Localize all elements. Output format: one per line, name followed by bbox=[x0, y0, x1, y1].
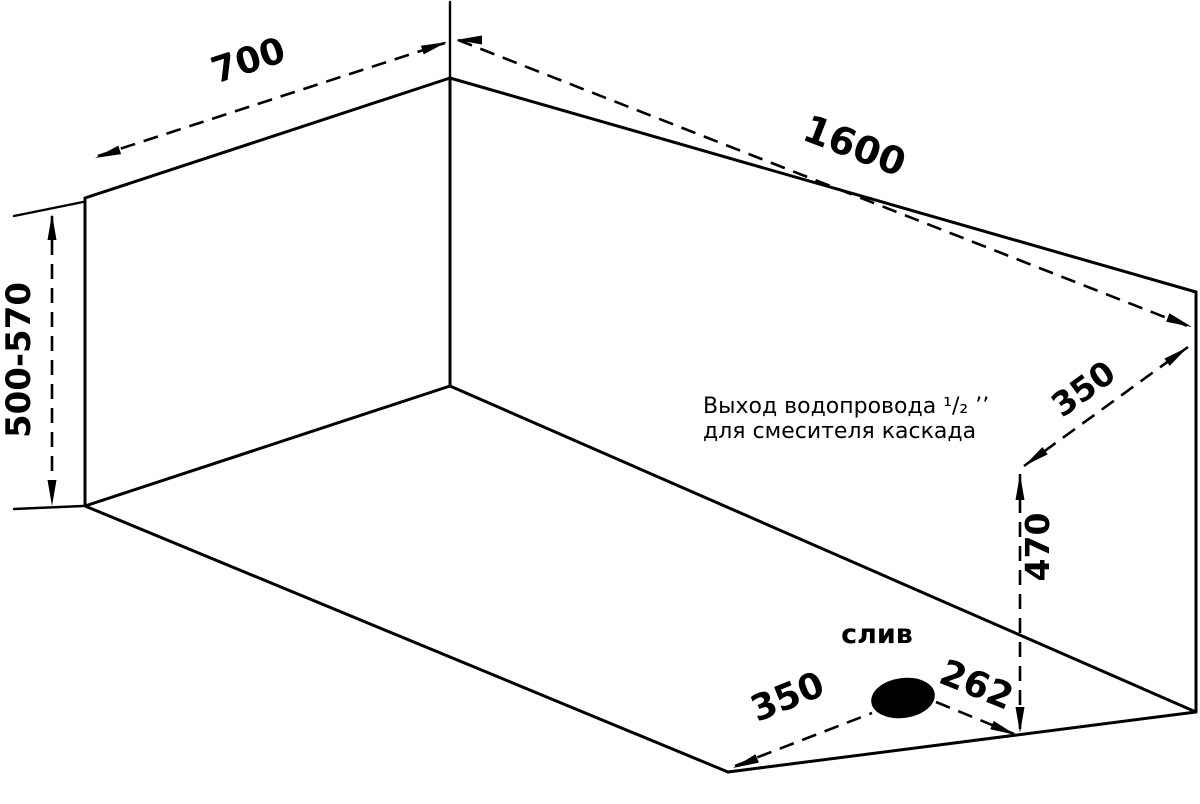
arrowhead-outlet-offset-lower bbox=[1024, 447, 1048, 466]
edge-floor-front-right bbox=[726, 710, 1198, 774]
dim-label-outlet-offset: 350 bbox=[1044, 353, 1123, 425]
dim-line-top-length bbox=[457, 38, 1191, 329]
arrowhead-side-height-bottom bbox=[47, 480, 57, 506]
water-outlet-note-line1: Выход водопровода ¹/₂ ’’ bbox=[703, 394, 989, 419]
drain-hole bbox=[871, 677, 935, 719]
dim-line-outlet-offset bbox=[1023, 345, 1189, 468]
dim-label-top-length: 1600 bbox=[797, 106, 912, 185]
water-outlet-note-line2: для смесителя каскада bbox=[703, 419, 976, 444]
extension-tick-height-top bbox=[12, 200, 85, 218]
edge-top-left-rim bbox=[83, 76, 452, 200]
dim-line-top-width bbox=[97, 41, 446, 158]
extension-tick-height-bottom bbox=[12, 504, 85, 511]
dim-label-drain-front-offset: 350 bbox=[745, 664, 830, 730]
arrowhead-top-width-left bbox=[95, 145, 122, 158]
edge-top-right-rim bbox=[448, 76, 1198, 294]
edge-floor-front-left bbox=[83, 504, 730, 774]
dim-line-drain-front-offset bbox=[734, 711, 873, 768]
drain-label: слив bbox=[841, 619, 913, 650]
arrowhead-drain-front-offset bbox=[733, 754, 759, 768]
arrowhead-outlet-height-top bbox=[1015, 474, 1025, 500]
arrowhead-top-length-left bbox=[456, 35, 482, 45]
dim-label-drain-side-offset: 262 bbox=[934, 652, 1019, 718]
dim-label-top-width: 700 bbox=[206, 30, 290, 92]
arrowhead-side-height-top bbox=[47, 214, 57, 240]
dim-label-outlet-height: 470 bbox=[1018, 513, 1057, 582]
dim-label-side-height: 500-570 bbox=[0, 282, 39, 438]
arrowhead-outlet-offset-upper bbox=[1164, 347, 1188, 366]
arrowhead-top-length-right bbox=[1166, 313, 1192, 327]
arrowhead-outlet-height-bottom bbox=[1015, 707, 1025, 733]
edge-floor-back-left bbox=[83, 384, 452, 508]
arrowhead-drain-side-offset bbox=[990, 720, 1016, 735]
dim-line-drain-side-offset bbox=[935, 700, 1015, 736]
edge-floor-back-right bbox=[448, 384, 1198, 714]
arrowhead-top-width-right bbox=[420, 42, 447, 55]
